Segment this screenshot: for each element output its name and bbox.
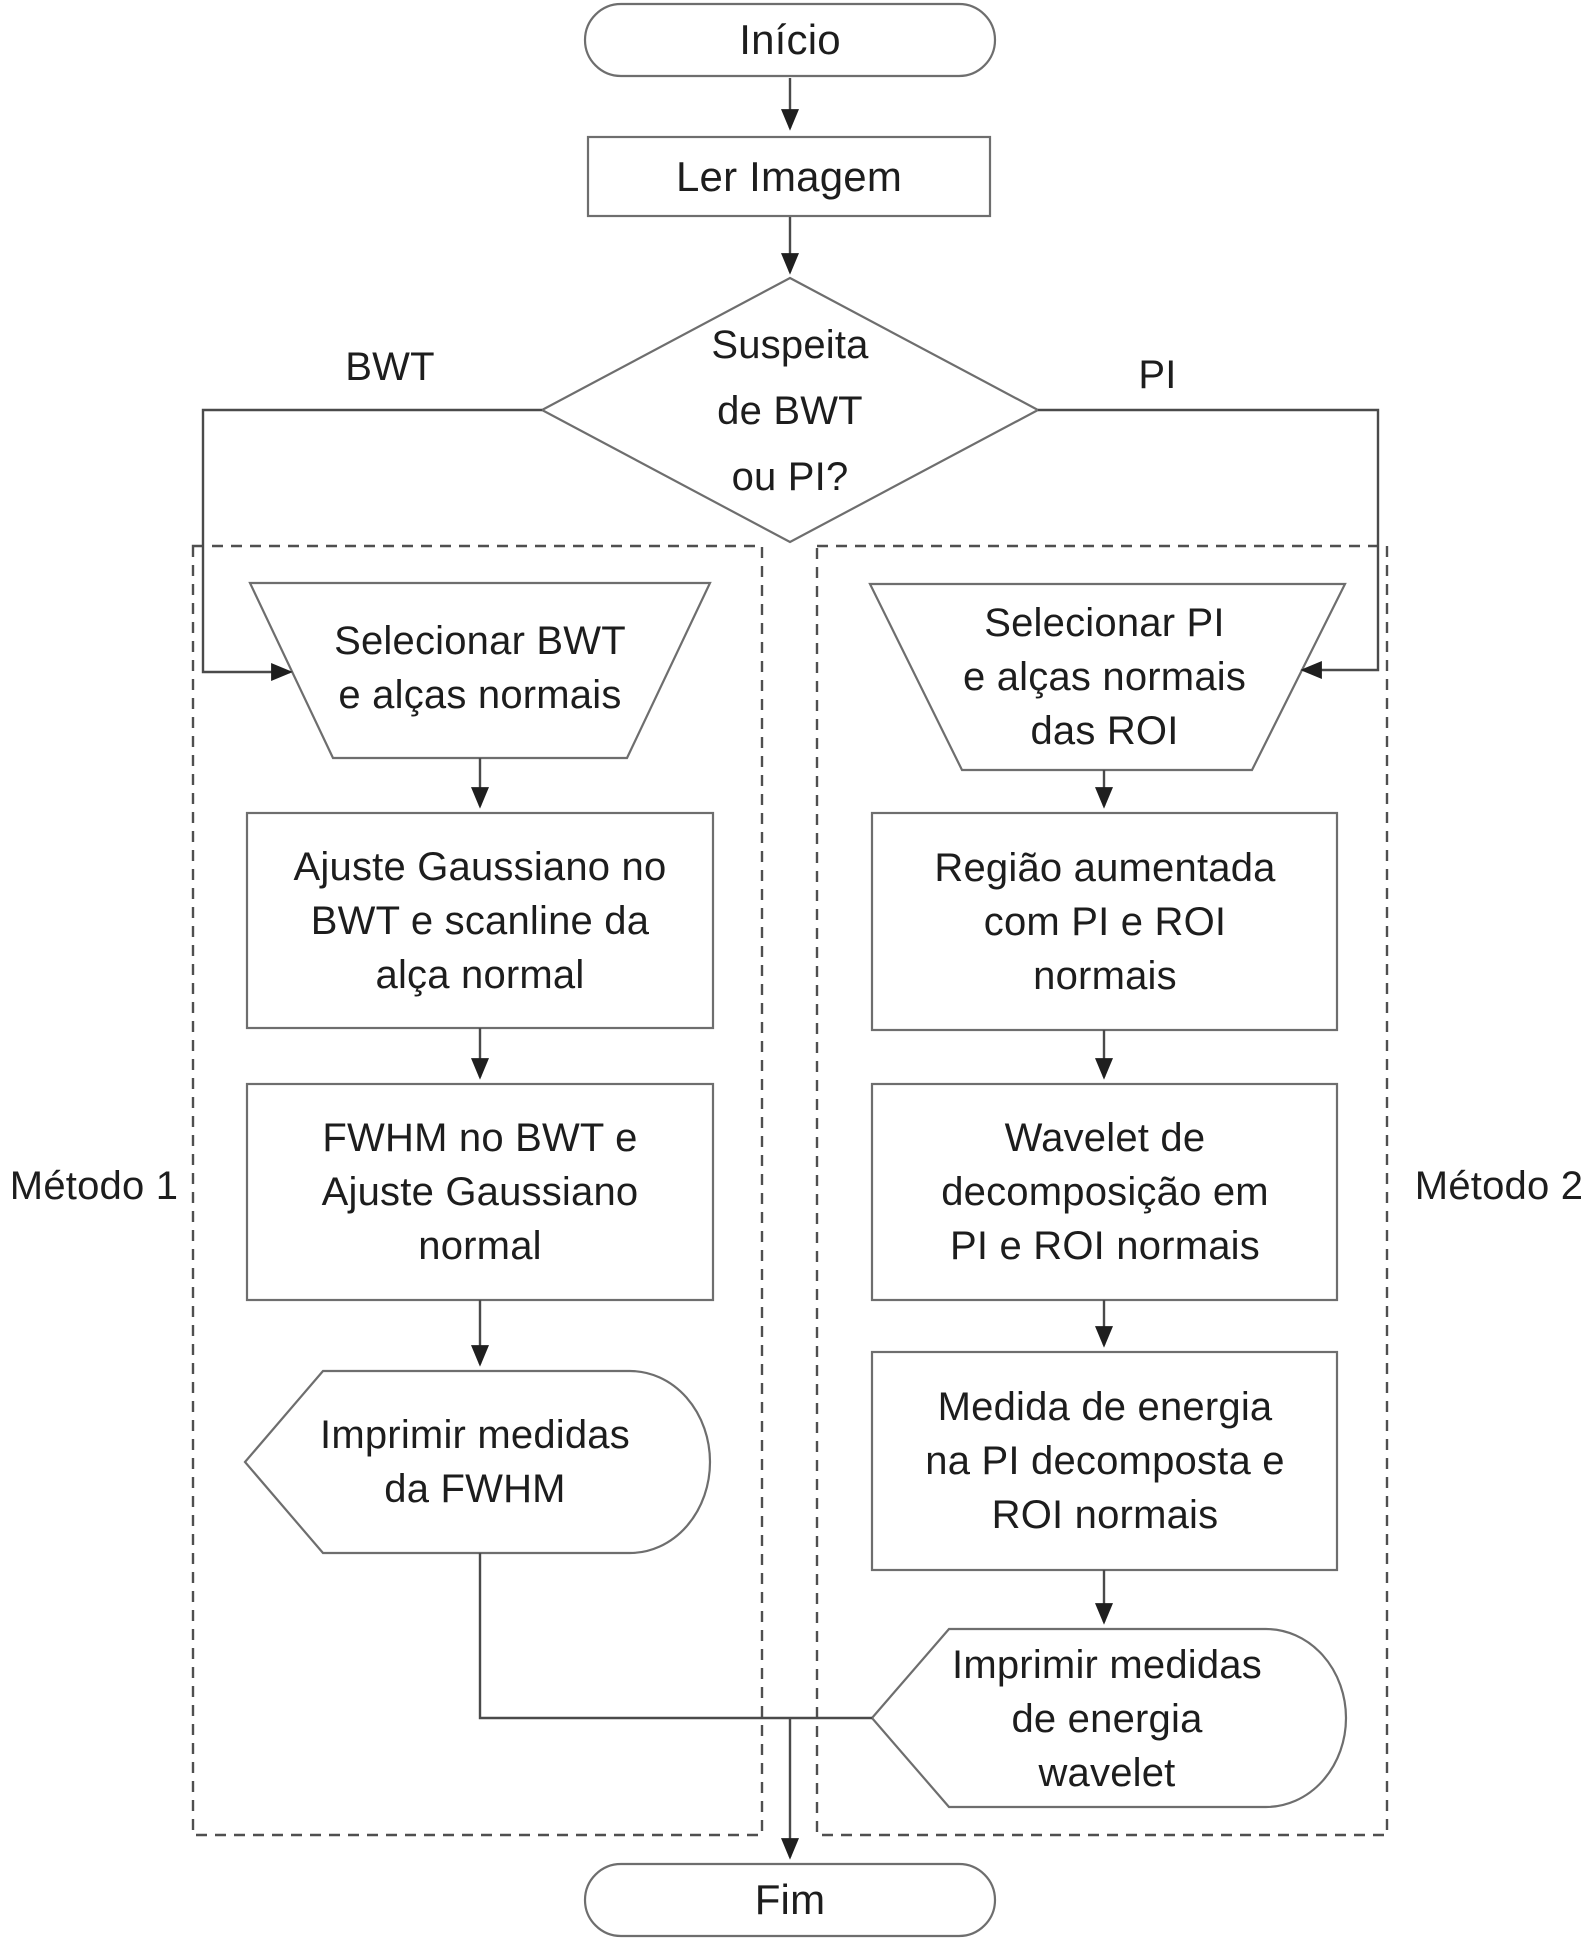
process-medida-energia-label: Medida de energia na PI decomposta e ROI… — [925, 1385, 1285, 1537]
branch-bwt-label: BWT — [345, 345, 435, 389]
decision-suspeita-shape — [539, 276, 1041, 544]
io-selecionar-pi-shape — [868, 582, 1347, 772]
display-imprimir-fwhm-label: Imprimir medidas da FWHM — [320, 1413, 630, 1511]
metodo2-label: Método 2 — [1414, 1164, 1584, 1208]
process-regiao-aumentada-label: Região aumentada com PI e ROI normais — [934, 846, 1276, 998]
process-wavelet-label: Wavelet de decomposição em PI e ROI norm… — [941, 1116, 1269, 1268]
display-imprimir-wavelet-shape — [870, 1627, 1348, 1809]
io-selecionar-bwt-shape — [248, 581, 712, 760]
process-fwhm-shape — [245, 1082, 715, 1302]
io-selecionar-pi-label: Selecionar PI e alças normais das ROI — [962, 601, 1247, 753]
process-ler-imagem-shape — [586, 135, 992, 218]
metodo2-group-box — [815, 544, 1389, 1837]
process-ajuste-gaussiano-label: Ajuste Gaussiano no BWT e scanline da al… — [293, 845, 667, 997]
process-regiao-aumentada-shape — [870, 811, 1339, 1032]
connector-merge-horizontal — [478, 1553, 872, 1720]
connector-branch-bwt — [201, 408, 542, 681]
process-medida-energia-shape — [870, 1350, 1339, 1572]
connector-branch-pi — [1038, 408, 1380, 679]
terminator-fim-label: Fim — [754, 1876, 826, 1923]
process-ler-imagem-label: Ler Imagem — [675, 152, 903, 200]
io-selecionar-bwt-label: Selecionar BWT e alças normais — [334, 619, 626, 717]
metodo1-label: Método 1 — [9, 1164, 179, 1208]
terminator-inicio-shape — [583, 2, 997, 78]
display-imprimir-wavelet-label: Imprimir medidas de energia wavelet — [952, 1642, 1262, 1795]
branch-pi-label: PI — [1138, 353, 1177, 397]
process-ajuste-gaussiano-shape — [245, 811, 715, 1030]
terminator-fim-shape — [583, 1862, 997, 1938]
terminator-inicio-label: Início — [739, 16, 841, 63]
display-imprimir-fwhm-shape — [243, 1369, 712, 1555]
process-wavelet-shape — [870, 1082, 1339, 1302]
decision-suspeita-label: Suspeita de BWT ou PI? — [711, 322, 869, 499]
process-fwhm-label: FWHM no BWT e Ajuste Gaussiano normal — [321, 1116, 639, 1268]
